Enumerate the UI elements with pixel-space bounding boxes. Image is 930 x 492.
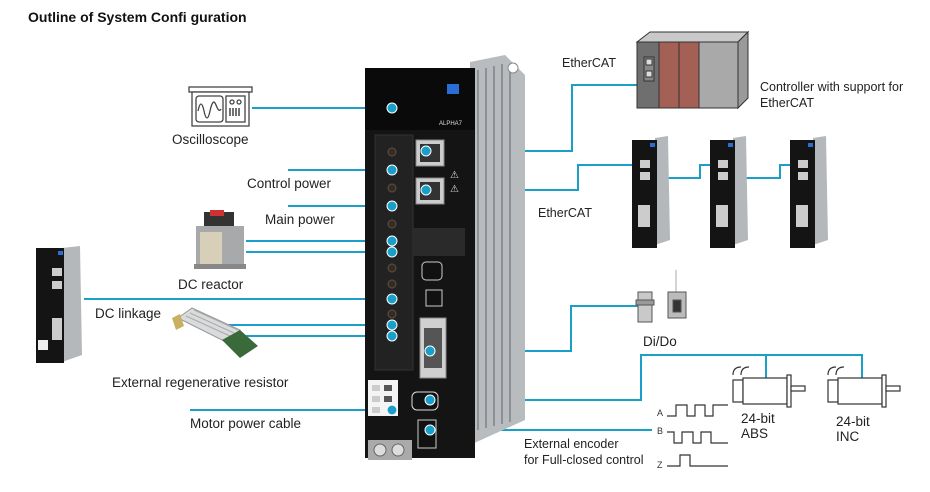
di-do-sensors-icon xyxy=(635,270,687,323)
label-main-power: Main power xyxy=(265,212,335,227)
warning-icon: ⚠ xyxy=(450,184,459,195)
pulse-z-wave xyxy=(667,454,728,467)
label-controller-line2: EtherCAT xyxy=(760,96,814,110)
diagram-title: Outline of System Confi guration xyxy=(28,9,247,25)
slave-servo-3 xyxy=(790,136,828,248)
controller-plc xyxy=(635,30,750,110)
label-encoder-line1: External encoder xyxy=(524,437,619,451)
line-motors xyxy=(430,354,863,401)
slave-servo-2 xyxy=(710,136,748,248)
pulse-a-wave xyxy=(667,404,728,417)
label-di-do: Di/Do xyxy=(643,334,677,349)
label-dc-linkage: DC linkage xyxy=(95,306,162,321)
label-ethercat-mid: EtherCAT xyxy=(538,206,592,220)
label-controller-line1: Controller with support for xyxy=(760,80,904,94)
motor-inc-icon xyxy=(827,366,901,408)
label-motor-inc-line2: INC xyxy=(836,429,860,444)
pulse-z-label: Z xyxy=(657,460,663,470)
label-motor-abs-line2: ABS xyxy=(741,426,769,441)
pulse-b-label: B xyxy=(657,426,663,436)
label-dc-reactor: DC reactor xyxy=(178,277,244,292)
label-motor-abs-line1: 24-bit xyxy=(741,411,775,426)
warning-icon-2: ⚠ xyxy=(450,170,459,181)
label-external-regen-resistor: External regenerative resistor xyxy=(112,375,289,390)
brand-badge xyxy=(447,84,459,94)
pulse-a-label: A xyxy=(657,408,663,418)
pulse-waveforms xyxy=(667,404,728,467)
label-control-power: Control power xyxy=(247,176,332,191)
label-motor-inc-line1: 24-bit xyxy=(836,414,870,429)
label-motor-power-cable: Motor power cable xyxy=(190,416,302,431)
dc-reactor-icon xyxy=(194,210,246,269)
main-servo-amplifier: ALPHA7 ⚠ ⚠ xyxy=(365,55,525,460)
pulse-b-wave xyxy=(667,431,728,444)
label-ethercat-top: EtherCAT xyxy=(562,56,616,70)
label-oscilloscope: Oscilloscope xyxy=(172,132,249,147)
oscilloscope-icon xyxy=(188,86,253,127)
motor-abs-icon xyxy=(732,366,806,408)
label-encoder-line2: for Full-closed control xyxy=(524,453,644,467)
regen-resistor-icon xyxy=(172,307,258,358)
slave-servo-1 xyxy=(632,136,670,248)
dc-linkage-servo xyxy=(36,246,82,363)
model-label: ALPHA7 xyxy=(439,121,463,127)
